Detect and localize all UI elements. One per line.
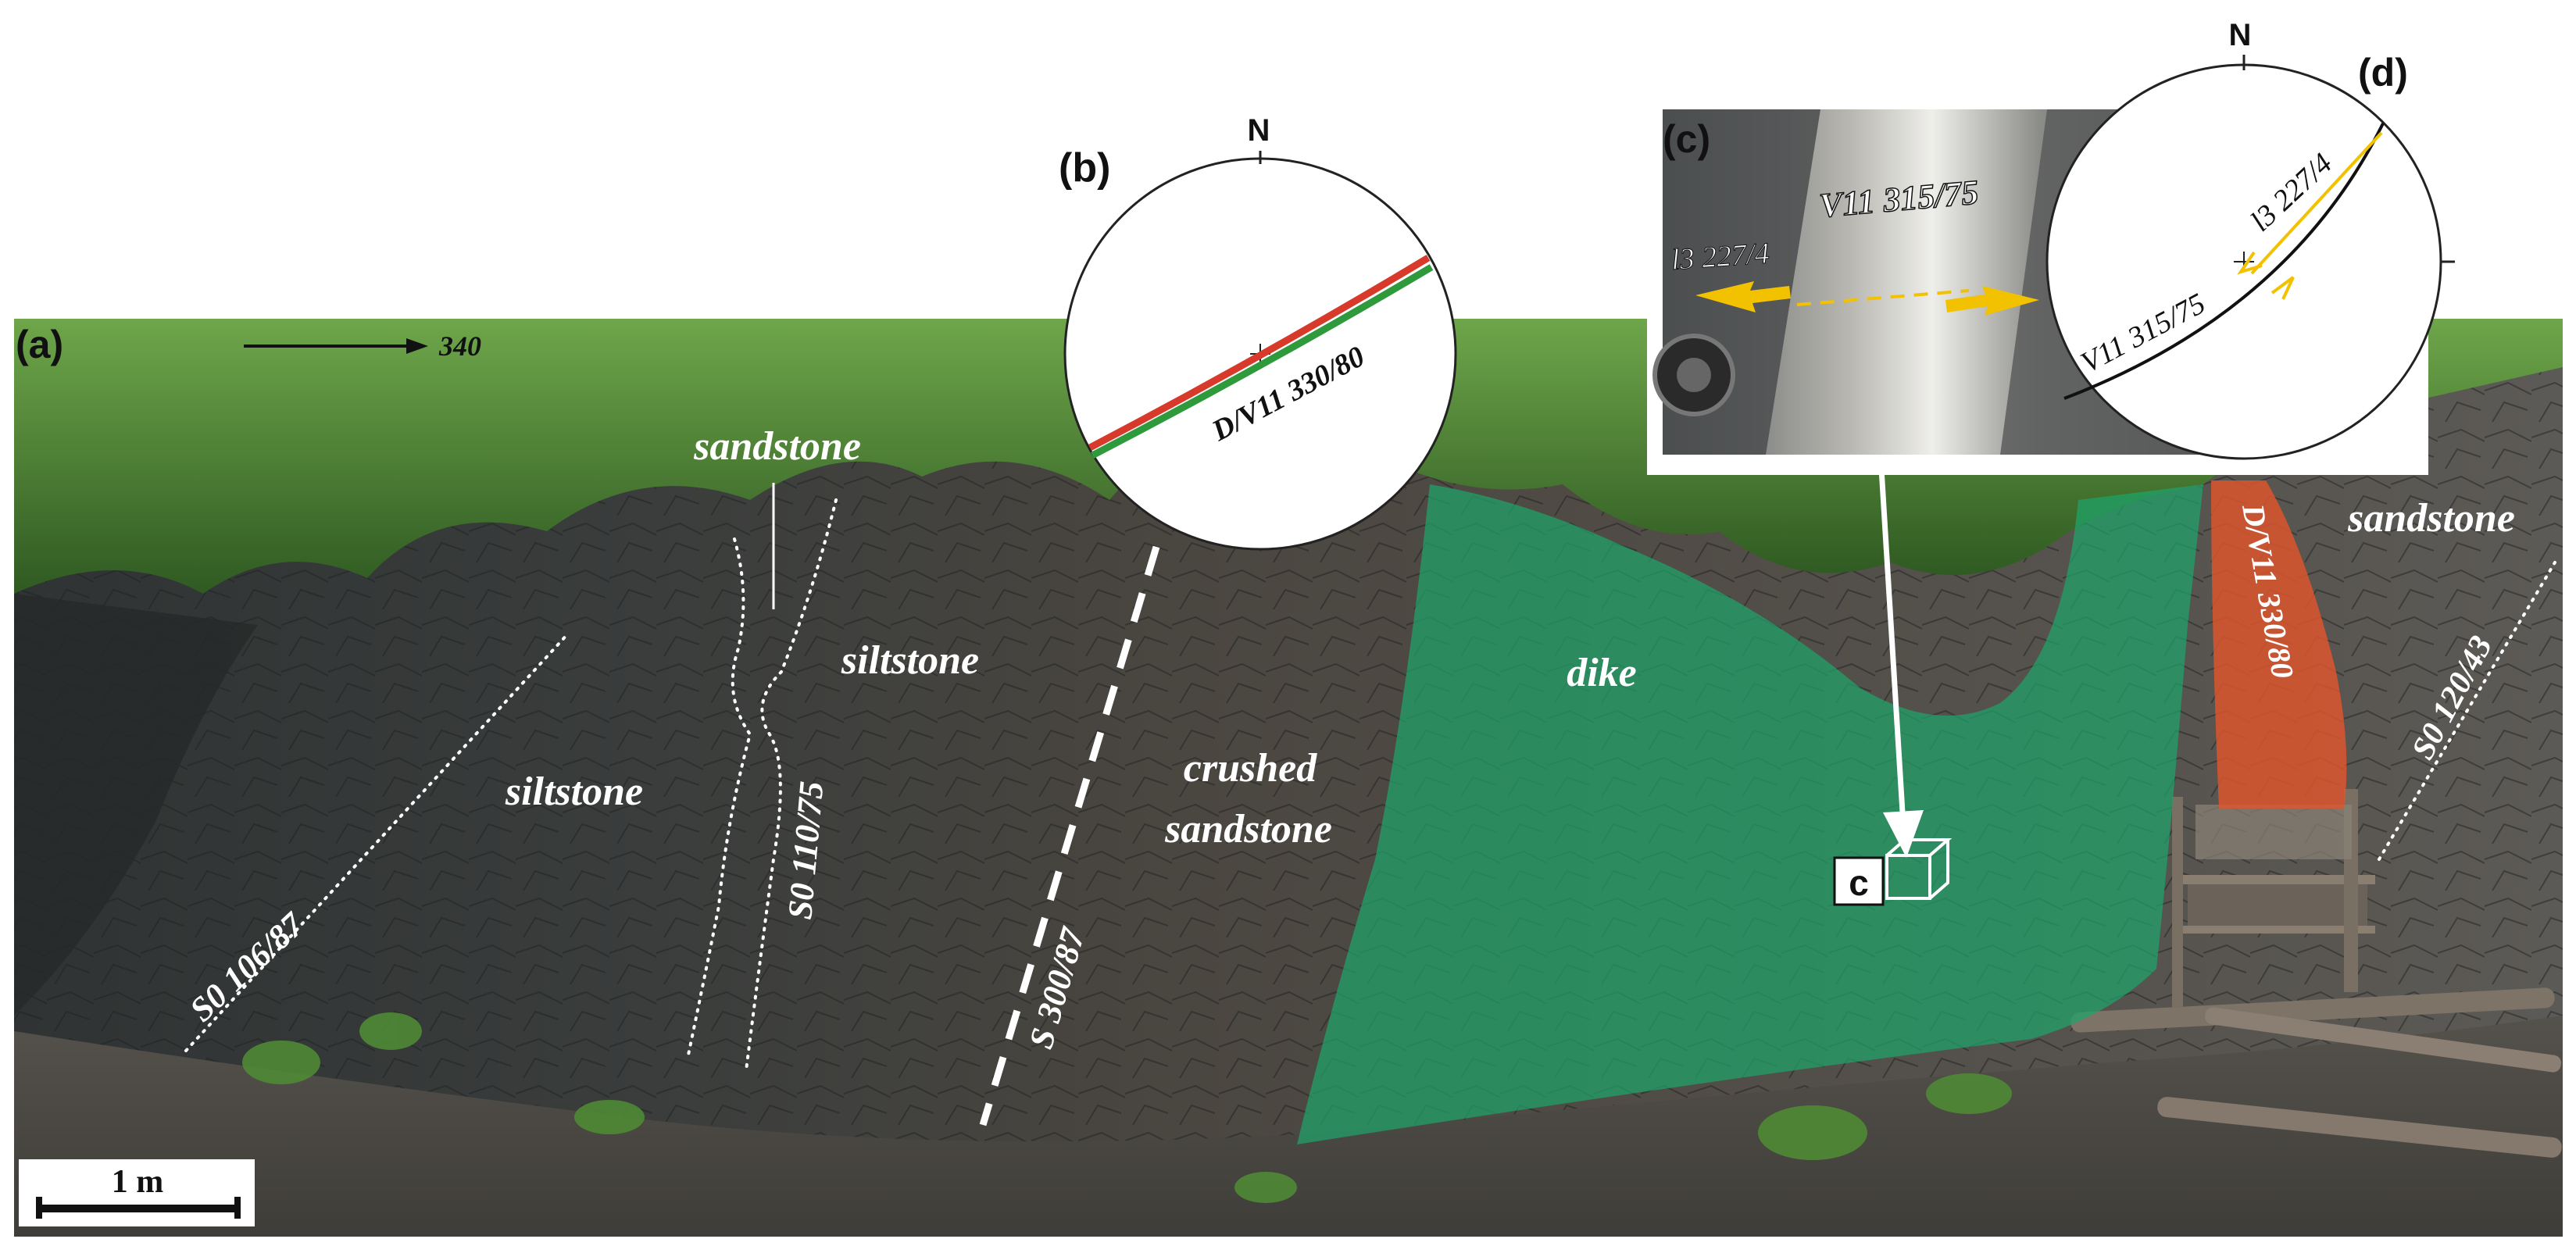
sandstone-bed-trace-right [745,498,838,1072]
panel-c-label: (c) [1663,117,1710,161]
scale-bar-tick-right [234,1197,241,1219]
label-sandstone-right: sandstone [2347,496,2515,541]
stereonet-d-north: N [2229,18,2252,52]
vegetation-left [14,319,1406,594]
timber-logs [2070,789,2562,1158]
photo-c-lineation-label: l3 227/4 [1670,237,1770,277]
panel-a-label: (a) [16,323,63,366]
compass-dial [1677,358,1711,392]
s-cleavage-trace [979,545,1160,1126]
great-circle-green [1090,264,1434,459]
scale-bar [36,1205,241,1212]
panel-b-label: (b) [1059,145,1110,191]
stereonet-d-great-circle [2063,123,2385,400]
label-sandstone-top: sandstone [693,424,861,469]
direction-label: 340 [438,330,481,362]
panel-d-label: (d) [2358,51,2408,95]
inset-panel-cd: V11 315/75 l3 227/4 (c) N l3 227/4 V11 3… [1647,18,2455,475]
label-dike: dike [1567,651,1637,695]
ground-plants [242,1012,2012,1203]
dike-overlay [1297,484,2203,1144]
label-siltstone-left: siltstone [505,769,643,814]
fault-zone-overlay [2211,480,2347,809]
sample-location-cube [1885,838,1953,900]
label-crushed-sandstone: sandstone [1164,807,1332,851]
lineation-dashed [1796,289,1970,306]
stereonet-b-north: N [1248,113,1270,148]
stereonet-d-slip-arrow-down [2271,276,2295,300]
shaded-rock [14,594,258,1016]
slip-arrow-left [1695,281,1791,312]
inset-c-box [1833,856,1885,906]
great-circle-red [1088,255,1431,451]
s0-trace-left [184,631,570,1052]
stereonet-b: N D/V11 330/80 (b) [1059,113,1457,551]
sandstone-bed-trace-left [686,537,752,1060]
scale-bar-label: 1 m [112,1164,164,1200]
inset-c-label: c [1849,862,1869,903]
slip-arrow-right [1945,286,2039,316]
stereonet-d-lineation [2250,131,2383,275]
s0-trace-right [2378,561,2556,861]
direction-arrow-head [406,338,428,354]
scale-bar-tick-left [36,1197,42,1219]
pointer-arrow-shaft [1878,468,1906,813]
pointer-arrow-head [1883,810,1924,858]
stereonet-d-slip-arrow-up [2237,251,2263,275]
rubble-ground [14,1016,2563,1237]
scale-bar-box [19,1159,255,1226]
label-siltstone-center: siltstone [841,638,979,683]
label-crushed: crushed [1184,746,1317,791]
